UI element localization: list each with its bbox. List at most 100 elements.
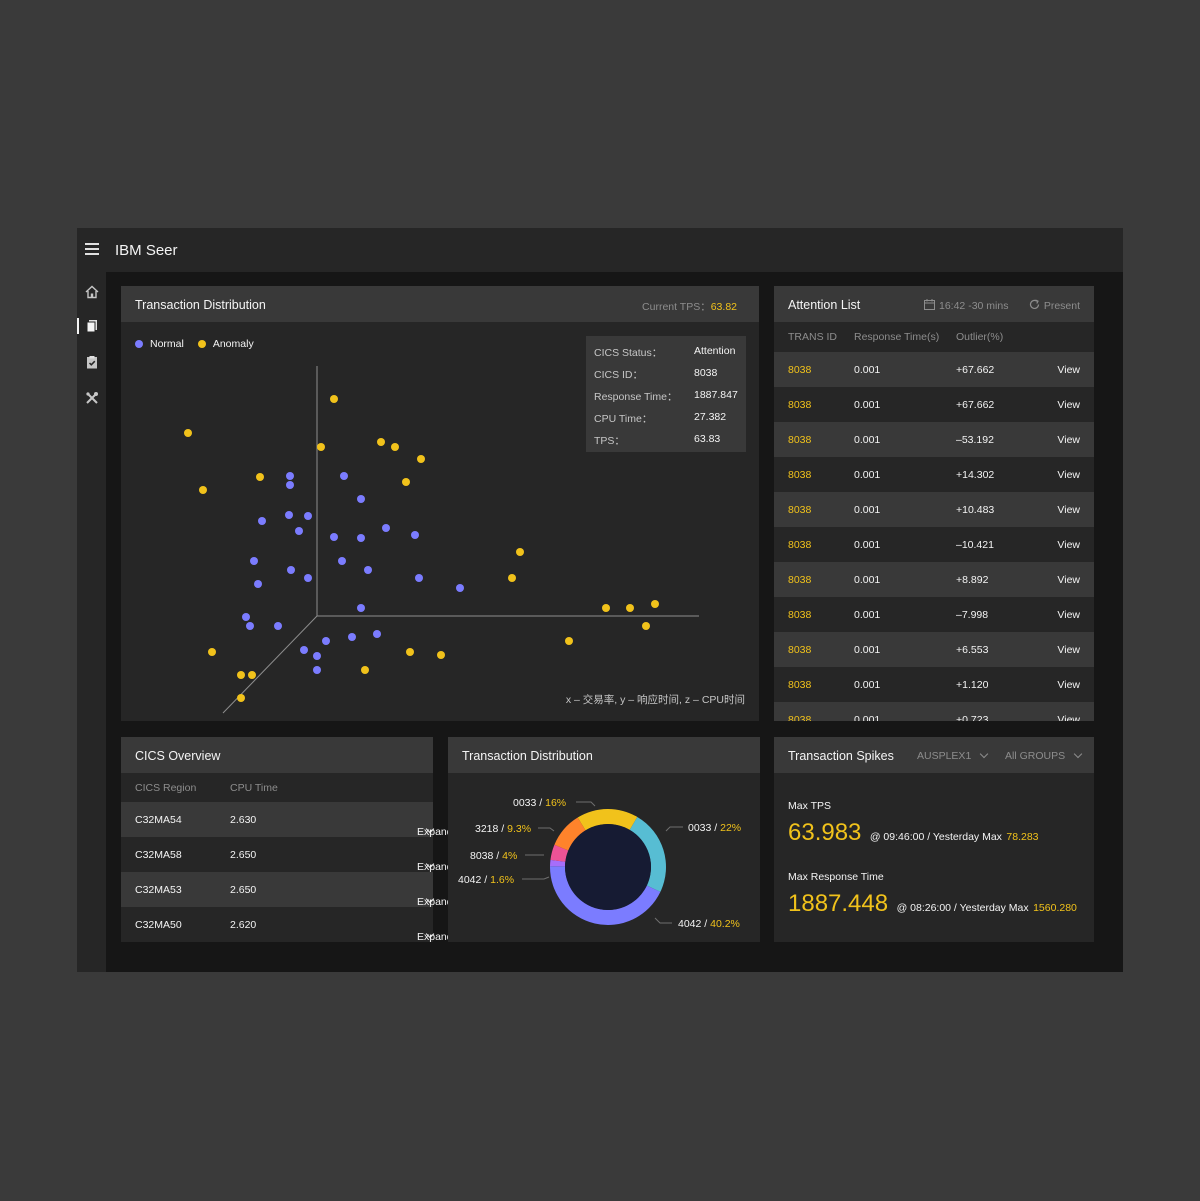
normal-point[interactable] xyxy=(300,646,308,654)
anomaly-point[interactable] xyxy=(237,671,245,679)
trans-id[interactable]: 8038 xyxy=(788,539,812,551)
normal-point[interactable] xyxy=(411,531,419,539)
normal-point[interactable] xyxy=(304,574,312,582)
normal-point[interactable] xyxy=(330,533,338,541)
normal-point[interactable] xyxy=(287,566,295,574)
legend-anomaly[interactable]: Anomaly xyxy=(197,338,254,350)
normal-point[interactable] xyxy=(254,580,262,588)
nav-documents[interactable] xyxy=(77,312,106,340)
anomaly-point[interactable] xyxy=(377,438,385,446)
anomaly-point[interactable] xyxy=(184,429,192,437)
view-link[interactable]: View xyxy=(1057,504,1080,516)
normal-point[interactable] xyxy=(285,511,293,519)
view-link[interactable]: View xyxy=(1057,399,1080,411)
anomaly-point[interactable] xyxy=(508,574,516,582)
trans-id[interactable]: 8038 xyxy=(788,504,812,516)
normal-point[interactable] xyxy=(364,566,372,574)
donut-chart[interactable]: 0033 / 16% 3218 / 9.3% 8038 / 4% 4042 / … xyxy=(448,737,760,942)
trans-id[interactable]: 8038 xyxy=(788,364,812,376)
normal-point[interactable] xyxy=(357,604,365,612)
anomaly-point[interactable] xyxy=(437,651,445,659)
anomaly-point[interactable] xyxy=(417,455,425,463)
normal-point[interactable] xyxy=(415,574,423,582)
time-range-picker[interactable]: 16:42 -30 mins xyxy=(924,299,1008,312)
normal-point[interactable] xyxy=(250,557,258,565)
trans-id[interactable]: 8038 xyxy=(788,644,812,656)
anomaly-point[interactable] xyxy=(237,694,245,702)
present-button[interactable]: Present xyxy=(1029,299,1080,312)
donut-slice-0033-0[interactable] xyxy=(577,809,638,831)
anomaly-point[interactable] xyxy=(516,548,524,556)
view-link[interactable]: View xyxy=(1057,644,1080,656)
view-link[interactable]: View xyxy=(1057,469,1080,481)
anomaly-point[interactable] xyxy=(208,648,216,656)
nav-clipboard[interactable] xyxy=(77,348,106,376)
trans-id[interactable]: 8038 xyxy=(788,679,812,691)
anomaly-point[interactable] xyxy=(602,604,610,612)
anomaly-point[interactable] xyxy=(642,622,650,630)
anomaly-point[interactable] xyxy=(330,395,338,403)
trans-id[interactable]: 8038 xyxy=(788,399,812,411)
anomaly-point[interactable] xyxy=(361,666,369,674)
normal-point[interactable] xyxy=(340,472,348,480)
anomaly-point[interactable] xyxy=(402,478,410,486)
anomaly-point[interactable] xyxy=(248,671,256,679)
normal-point[interactable] xyxy=(246,622,254,630)
donut-slice-8038-4[interactable] xyxy=(550,844,569,862)
view-link[interactable]: View xyxy=(1057,679,1080,691)
view-link[interactable]: View xyxy=(1057,574,1080,586)
nav-home[interactable] xyxy=(77,278,106,306)
trans-id[interactable]: 8038 xyxy=(788,714,812,721)
normal-point[interactable] xyxy=(456,584,464,592)
groups-dropdown[interactable]: All GROUPS xyxy=(1005,749,1083,762)
normal-point[interactable] xyxy=(286,481,294,489)
normal-point[interactable] xyxy=(313,652,321,660)
anomaly-point[interactable] xyxy=(256,473,264,481)
scatter-plot[interactable] xyxy=(121,286,759,721)
donut-slice-4042-2[interactable] xyxy=(550,866,661,925)
anomaly-point[interactable] xyxy=(626,604,634,612)
trans-id[interactable]: 8038 xyxy=(788,434,812,446)
trans-id[interactable]: 8038 xyxy=(788,574,812,586)
normal-point[interactable] xyxy=(357,495,365,503)
plex-dropdown[interactable]: AUSPLEX1 xyxy=(917,749,989,762)
normal-point[interactable] xyxy=(313,666,321,674)
view-link[interactable]: View xyxy=(1057,714,1080,721)
normal-point[interactable] xyxy=(286,472,294,480)
normal-point[interactable] xyxy=(295,527,303,535)
normal-point[interactable] xyxy=(373,630,381,638)
anomaly-point[interactable] xyxy=(651,600,659,608)
anomaly-point[interactable] xyxy=(317,443,325,451)
anomaly-point[interactable] xyxy=(199,486,207,494)
donut-slice-3218-5[interactable] xyxy=(554,817,586,851)
normal-point[interactable] xyxy=(242,613,250,621)
nav-tools[interactable] xyxy=(77,384,106,412)
normal-point[interactable] xyxy=(322,637,330,645)
normal-point[interactable] xyxy=(338,557,346,565)
trans-id[interactable]: 8038 xyxy=(788,609,812,621)
normal-point[interactable] xyxy=(348,633,356,641)
donut-slice-0033-1[interactable] xyxy=(629,816,666,892)
anomaly-point[interactable] xyxy=(565,637,573,645)
hamburger-menu-icon[interactable] xyxy=(85,243,99,257)
anomaly-point[interactable] xyxy=(391,443,399,451)
normal-point[interactable] xyxy=(382,524,390,532)
normal-point[interactable] xyxy=(274,622,282,630)
donut-slice-4042-3[interactable] xyxy=(550,859,566,867)
legend-normal[interactable]: Normal xyxy=(135,338,184,350)
normal-point[interactable] xyxy=(304,512,312,520)
view-link[interactable]: View xyxy=(1057,364,1080,376)
anomaly-point[interactable] xyxy=(406,648,414,656)
